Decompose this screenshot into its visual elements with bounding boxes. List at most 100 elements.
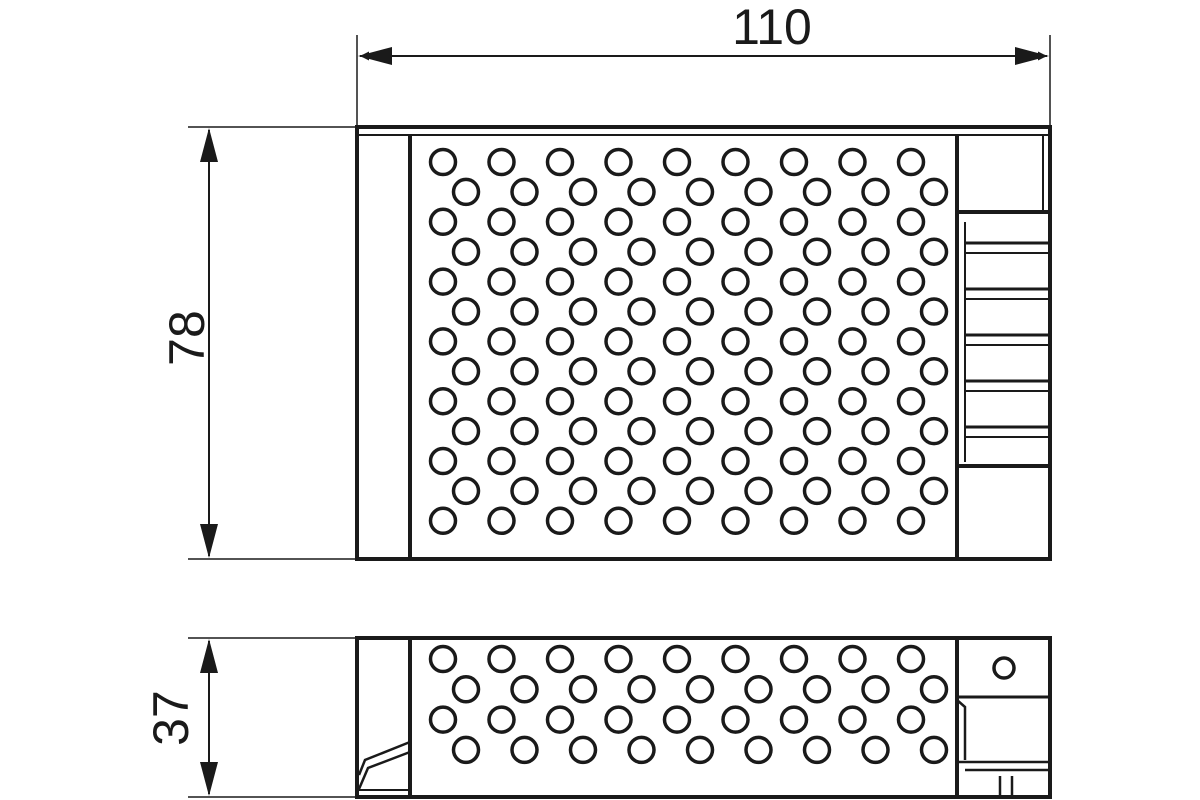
vent-hole — [428, 446, 458, 476]
vent-hole — [487, 705, 516, 734]
vent-hole — [838, 327, 867, 356]
vent-hole — [627, 476, 656, 506]
vent-hole — [919, 675, 949, 704]
vent-hole — [896, 705, 926, 734]
vent-hole — [487, 386, 516, 416]
terminal-block — [955, 210, 1052, 468]
vent-hole — [451, 357, 481, 386]
vent-hole — [919, 735, 949, 765]
vent-hole — [802, 675, 832, 704]
vent-hole — [662, 446, 692, 476]
width-dimension: 110 — [356, 0, 1051, 125]
vent-hole — [685, 297, 715, 326]
vent-hole — [510, 357, 539, 386]
vent-hole — [662, 386, 692, 416]
vent-hole — [662, 147, 692, 177]
vent-hole — [896, 267, 926, 296]
height-arrow-bottom — [200, 524, 218, 558]
vent-hole — [861, 297, 890, 326]
vent-hole — [779, 147, 809, 177]
vent-hole — [451, 476, 481, 506]
top-vent-holes — [428, 147, 949, 536]
vent-hole — [428, 267, 458, 296]
vent-hole — [779, 327, 809, 356]
vent-hole — [721, 327, 750, 356]
vent-hole — [779, 644, 809, 674]
vent-hole — [487, 147, 516, 177]
vent-hole — [838, 267, 867, 296]
vent-hole — [861, 735, 890, 765]
vent-hole — [779, 506, 809, 536]
vent-hole — [744, 476, 773, 506]
vent-hole — [510, 675, 539, 704]
vent-hole — [744, 297, 773, 326]
vent-hole — [545, 207, 575, 237]
width-label: 110 — [732, 0, 812, 55]
vent-hole — [604, 705, 633, 734]
vent-hole — [861, 237, 890, 266]
vent-hole — [451, 297, 481, 326]
vent-hole — [896, 506, 926, 536]
vent-hole — [428, 644, 458, 674]
vent-hole — [721, 147, 750, 177]
vent-hole — [685, 416, 715, 446]
vent-hole — [779, 386, 809, 416]
vent-hole — [685, 476, 715, 506]
vent-hole — [627, 735, 656, 765]
vent-hole — [604, 386, 633, 416]
vent-hole — [779, 446, 809, 476]
vent-hole — [685, 735, 715, 765]
vent-hole — [627, 416, 656, 446]
height-arrow-top — [200, 128, 218, 162]
vent-hole — [721, 506, 750, 536]
vent-hole — [802, 237, 832, 266]
vent-hole — [451, 177, 481, 207]
depth-arrow-bottom — [200, 762, 218, 796]
width-arrow-left — [358, 47, 392, 65]
vent-hole — [662, 644, 692, 674]
vent-hole — [568, 297, 598, 326]
vent-hole — [428, 207, 458, 237]
vent-hole — [568, 476, 598, 506]
vent-hole — [744, 735, 773, 765]
vent-hole — [721, 705, 750, 734]
vent-hole — [545, 446, 575, 476]
vent-hole — [919, 476, 949, 506]
vent-hole — [838, 644, 867, 674]
vent-hole — [510, 237, 539, 266]
vent-hole — [896, 446, 926, 476]
terminal-block-frame — [955, 210, 1052, 468]
vent-hole — [802, 416, 832, 446]
side-view — [355, 636, 1052, 799]
vent-hole — [568, 735, 598, 765]
vent-hole — [896, 644, 926, 674]
vent-hole — [779, 267, 809, 296]
vent-hole — [896, 327, 926, 356]
vent-hole — [861, 177, 890, 207]
top-view — [355, 125, 1052, 561]
vent-hole — [627, 177, 656, 207]
vent-hole — [545, 705, 575, 734]
vent-hole — [451, 416, 481, 446]
vent-hole — [428, 506, 458, 536]
vent-hole — [685, 357, 715, 386]
vent-hole — [721, 446, 750, 476]
vent-hole — [487, 506, 516, 536]
vent-hole — [838, 147, 867, 177]
vent-hole — [919, 237, 949, 266]
depth-label: 37 — [143, 690, 199, 746]
vent-hole — [568, 177, 598, 207]
vent-hole — [838, 446, 867, 476]
vent-hole — [604, 644, 633, 674]
vent-hole — [568, 357, 598, 386]
vent-hole — [838, 386, 867, 416]
vent-hole — [545, 644, 575, 674]
vent-hole — [802, 357, 832, 386]
vent-hole — [627, 675, 656, 704]
vent-hole — [838, 506, 867, 536]
vent-hole — [744, 357, 773, 386]
vent-hole — [662, 506, 692, 536]
vent-hole — [779, 207, 809, 237]
vent-hole — [721, 207, 750, 237]
